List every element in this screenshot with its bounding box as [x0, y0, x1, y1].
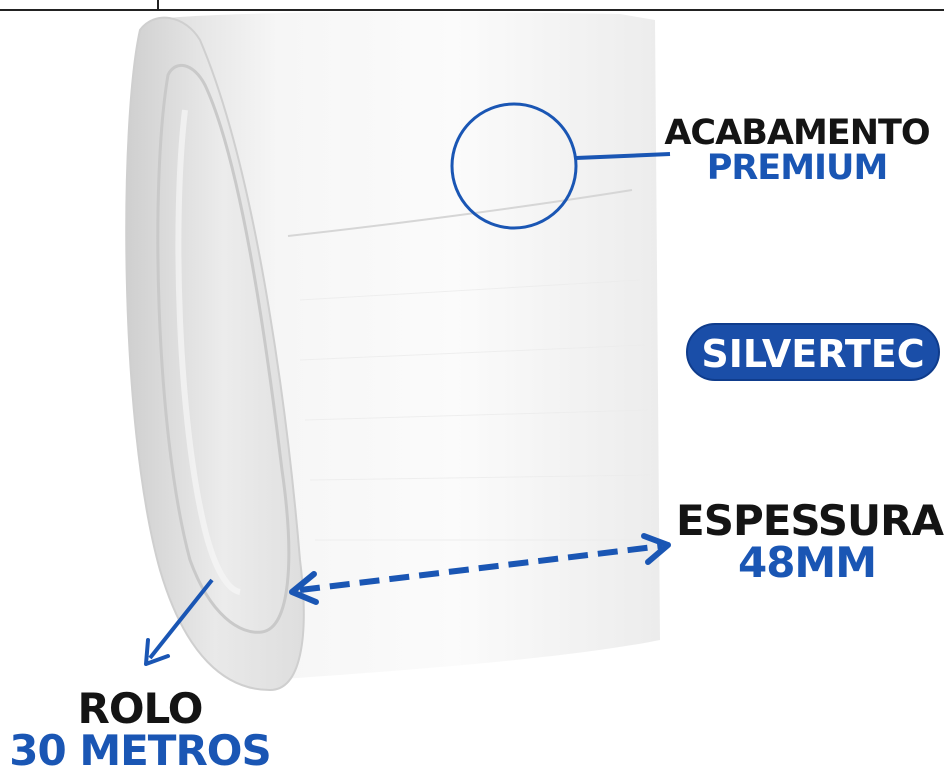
rolo-label: ROLO 30 METROS — [0, 688, 280, 772]
rolo-value: 30 METROS — [9, 726, 272, 775]
brand-badge: SILVERTEC — [686, 323, 940, 381]
thickness-dashed-arrow — [299, 543, 663, 593]
premium-callout-circle — [450, 102, 578, 230]
acabamento-label: ACABAMENTO PREMIUM — [662, 116, 932, 186]
thickness-arrowhead-right — [641, 533, 671, 565]
tape-seam-line — [287, 189, 633, 237]
espessura-value: 48MM — [737, 538, 877, 587]
tape-texture — [299, 279, 652, 541]
rolo-title: ROLO — [77, 684, 203, 733]
espessura-title: ESPESSURA — [676, 496, 944, 545]
roll-length-arrow — [148, 578, 214, 660]
tape-core-highlight — [175, 109, 241, 595]
thickness-arrowhead-left — [289, 571, 319, 605]
premium-callout-line — [575, 152, 671, 160]
roll-length-arrowhead — [144, 638, 170, 666]
tape-roll — [125, 12, 660, 692]
espessura-label: ESPESSURA 48MM — [676, 496, 944, 587]
acabamento-value: PREMIUM — [706, 148, 889, 188]
tape-inner-core — [156, 64, 291, 634]
acabamento-title: ACABAMENTO — [664, 113, 930, 153]
